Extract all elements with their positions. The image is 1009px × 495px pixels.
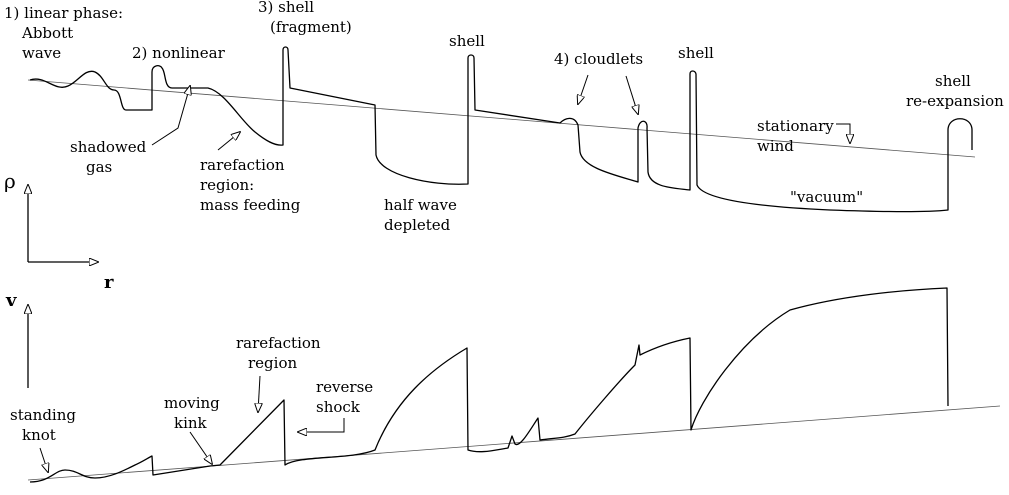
rarefaction-mass-feeding-label: rarefaction region: mass feeding (200, 156, 301, 214)
rarefaction-region-label: rarefaction region (236, 334, 325, 372)
shell-fragment-label: 3) shell (fragment) (258, 0, 352, 36)
shadowed-gas-arrow (151, 86, 190, 146)
nonlinear-label: 2) nonlinear (132, 44, 226, 62)
velocity-axis-label: v (5, 290, 17, 311)
density-profile-curve (29, 46, 973, 213)
velocity-panel: v standing knot moving kink rarefaction … (5, 287, 1001, 483)
mass-feeding-arrow (217, 132, 240, 151)
standing-knot-arrow (39, 447, 48, 472)
cloudlet-arrow-2 (625, 75, 638, 114)
cloudlets-label: 4) cloudlets (554, 50, 643, 68)
moving-kink-label: moving kink (164, 394, 225, 432)
rarefaction-region-arrow (258, 375, 260, 412)
density-axis-label: ρ (4, 169, 16, 193)
half-wave-depleted-label: half wave depleted (384, 196, 462, 234)
stationary-wind-label: stationary wind (757, 117, 839, 155)
cloudlet-arrow-1 (578, 74, 589, 104)
shadowed-gas-label: shadowed gas (70, 138, 151, 176)
reverse-shock-label: reverse shock (316, 378, 378, 416)
vacuum-label: "vacuum" (790, 188, 863, 206)
velocity-profile-curve (29, 287, 949, 483)
linear-phase-label: 1) linear phase: Abbott wave (4, 4, 128, 62)
density-panel: ρ r 1) linear phase: Abbott wave 2) nonl… (4, 0, 1004, 293)
reverse-shock-arrow (298, 418, 345, 432)
shell-reexpansion-label: shell re-expansion (906, 72, 1004, 110)
standing-knot-label: standing knot (10, 406, 81, 444)
shell-label-2: shell (678, 44, 714, 62)
stationary-wind-arrow (836, 123, 850, 143)
shell-label-1: shell (449, 32, 485, 50)
moving-kink-arrow (189, 431, 212, 464)
radius-axis-label: r (104, 272, 114, 293)
